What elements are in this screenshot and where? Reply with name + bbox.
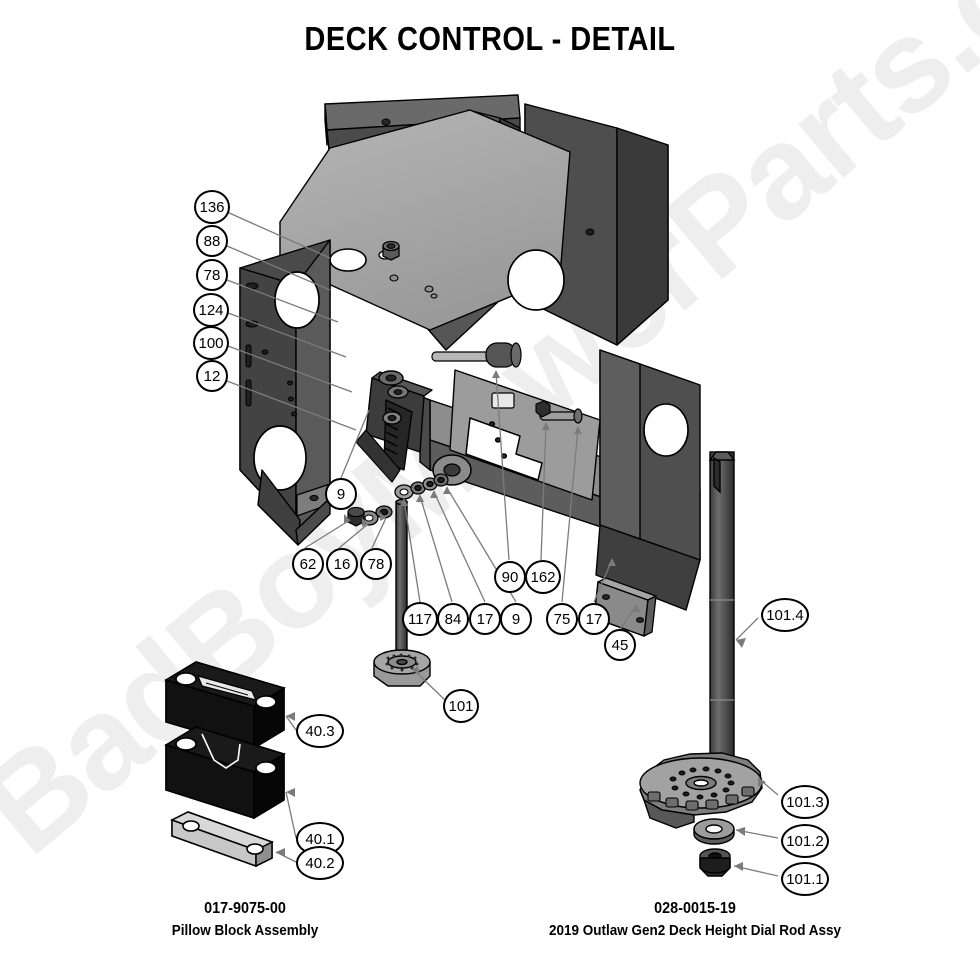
callout-162[interactable]: 162 <box>525 560 561 594</box>
callout-17-right[interactable]: 17 <box>578 603 610 635</box>
pillow-block-assembly <box>164 661 286 868</box>
dial-rod-shaft <box>708 451 736 795</box>
left-dial-rod <box>373 498 431 687</box>
callout-100[interactable]: 100 <box>193 326 229 360</box>
callout-17-left[interactable]: 17 <box>469 603 501 635</box>
dial-knob <box>639 752 763 829</box>
mid-right-fasteners <box>535 400 583 424</box>
callout-101-1[interactable]: 101.1 <box>781 862 829 896</box>
flat-washer <box>693 818 735 845</box>
leader-lines <box>226 211 779 877</box>
callout-40-3[interactable]: 40.3 <box>296 714 344 748</box>
callout-90[interactable]: 90 <box>494 561 526 593</box>
callout-62[interactable]: 62 <box>292 548 324 580</box>
page-title: DECK CONTROL - DETAIL <box>304 20 676 57</box>
callout-84[interactable]: 84 <box>437 603 469 635</box>
callout-40-2[interactable]: 40.2 <box>296 846 344 880</box>
right-rear-rail <box>595 349 701 611</box>
callout-16[interactable]: 16 <box>326 548 358 580</box>
callout-78-lower[interactable]: 78 <box>360 548 392 580</box>
callout-101-3[interactable]: 101.3 <box>781 785 829 819</box>
deck-height-dial-rod-assembly <box>639 451 763 877</box>
pillow-block-bottom <box>164 726 286 820</box>
mower-frame-assembly <box>239 94 701 637</box>
caption-pillow-block: 017-9075-00 Pillow Block Assembly <box>146 898 344 942</box>
cross-shaft-tube <box>431 342 522 368</box>
left-side-panel <box>239 239 331 546</box>
caption-dial-rod: 028-0015-19 2019 Outlaw Gen2 Deck Height… <box>542 898 848 942</box>
callout-78-upper[interactable]: 78 <box>196 259 228 291</box>
callout-101-2[interactable]: 101.2 <box>781 824 829 858</box>
flange-nut <box>699 848 731 877</box>
callout-88[interactable]: 88 <box>196 225 228 257</box>
callout-9-upper[interactable]: 9 <box>325 478 357 510</box>
callout-12[interactable]: 12 <box>196 360 228 392</box>
pillow-block-part-name: Pillow Block Assembly <box>171 922 319 939</box>
deck-control-linkage <box>347 370 472 527</box>
callout-124[interactable]: 124 <box>193 293 229 327</box>
callout-101-4[interactable]: 101.4 <box>761 598 809 632</box>
callout-9-lower[interactable]: 9 <box>500 603 532 635</box>
callout-75[interactable]: 75 <box>546 603 578 635</box>
pillow-block-strap <box>170 811 274 868</box>
dial-rod-part-number: 028-0015-19 <box>654 900 736 917</box>
callout-45[interactable]: 45 <box>604 629 636 661</box>
upper-deck-plate <box>279 109 571 331</box>
pillow-block-part-number: 017-9075-00 <box>204 900 286 917</box>
callout-101[interactable]: 101 <box>443 689 479 723</box>
callout-136[interactable]: 136 <box>194 190 230 224</box>
leader-arrowheads <box>276 370 766 871</box>
callout-117[interactable]: 117 <box>402 602 438 636</box>
dial-rod-part-name: 2019 Outlaw Gen2 Deck Height Dial Rod As… <box>548 922 842 939</box>
